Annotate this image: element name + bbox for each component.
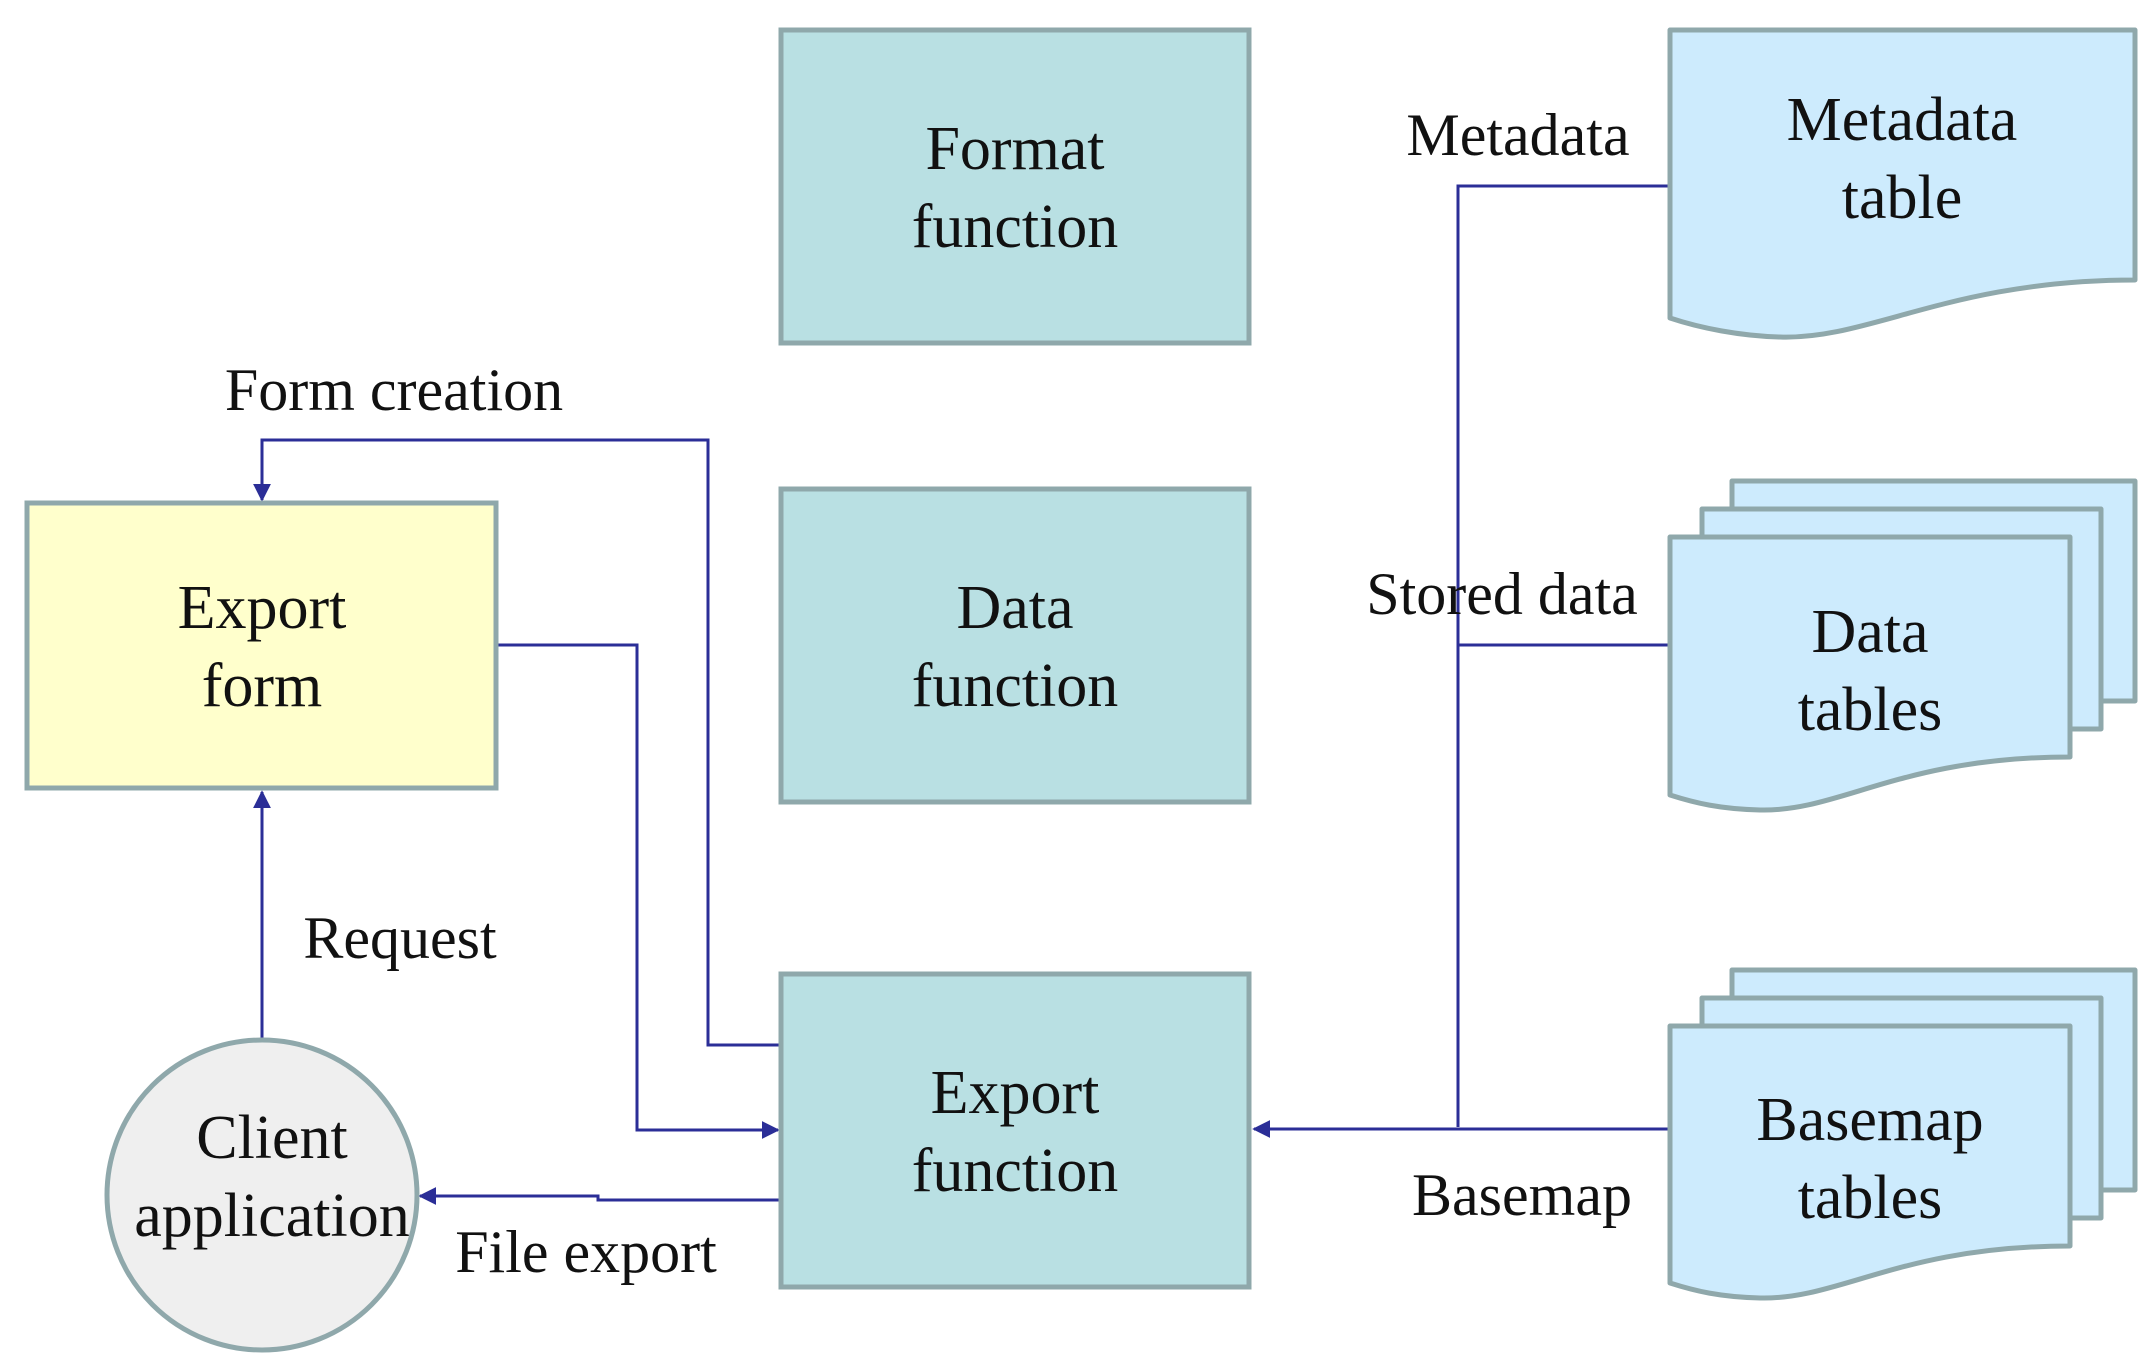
metadata-table-label-line1: Metadata xyxy=(1787,86,2018,154)
form-to-export-connector xyxy=(496,643,780,1139)
export-form-label-line2: form xyxy=(202,652,323,720)
client-application-label-line1: Client xyxy=(196,1104,348,1172)
metadata-table-store: Metadata table xyxy=(1667,27,2138,340)
data-tables-front-sheet xyxy=(1667,534,2073,813)
form-creation-label: Form creation xyxy=(225,357,563,423)
export-form-rect xyxy=(24,500,499,791)
basemap-tables-store: Basemap tables xyxy=(1667,967,2138,1301)
connectors xyxy=(253,184,1672,1205)
file-export-connector xyxy=(418,1187,780,1205)
export-form-label-line1: Export xyxy=(178,574,347,642)
data-tables-store: Data tables xyxy=(1667,478,2138,813)
stored-data-label: Stored data xyxy=(1366,561,1638,627)
export-function-box: Export function xyxy=(778,971,1252,1290)
request-label: Request xyxy=(303,905,497,971)
data-function-rect xyxy=(778,486,1252,805)
edge-labels: Form creation Request File export Metada… xyxy=(225,102,1638,1285)
client-application-label-line2: application xyxy=(134,1182,409,1250)
data-function-box: Data function xyxy=(778,486,1252,805)
data-function-label-line2: function xyxy=(912,652,1119,720)
client-application-circle xyxy=(104,1037,420,1353)
format-function-label-line2: function xyxy=(912,193,1119,261)
basemap-tables-front-sheet xyxy=(1667,1023,2073,1301)
basemap-tables-label-line2: tables xyxy=(1798,1164,1943,1232)
format-function-rect xyxy=(778,27,1252,346)
metadata-connector xyxy=(1456,184,1672,1127)
basemap-label: Basemap xyxy=(1412,1162,1632,1228)
metadata-table-label-line2: table xyxy=(1842,164,1963,232)
data-tables-label-line1: Data xyxy=(1811,598,1928,666)
export-function-label-line1: Export xyxy=(931,1059,1100,1127)
export-form-box: Export form xyxy=(24,500,499,791)
format-function-box: Format function xyxy=(778,27,1252,346)
file-export-label: File export xyxy=(455,1219,717,1285)
format-function-label-line1: Format xyxy=(925,115,1104,183)
form-creation-connector xyxy=(253,438,790,1047)
export-function-label-line2: function xyxy=(912,1137,1119,1205)
data-function-label-line1: Data xyxy=(956,574,1073,642)
metadata-label: Metadata xyxy=(1406,102,1629,168)
metadata-table-document xyxy=(1667,27,2138,340)
client-application-node: Client application xyxy=(104,1037,420,1353)
export-function-rect xyxy=(778,971,1252,1290)
basemap-tables-label-line1: Basemap xyxy=(1756,1086,1983,1154)
data-tables-label-line2: tables xyxy=(1798,676,1943,744)
